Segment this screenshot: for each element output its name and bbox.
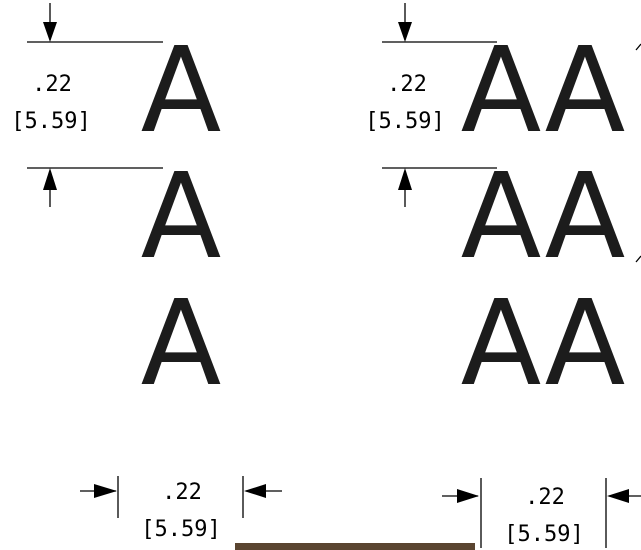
letter-a-left-row-1: A <box>141 21 222 159</box>
letters-aa-right-row-3: AA <box>461 274 626 412</box>
arrow-right-icon <box>94 484 117 498</box>
height-dimension-right: .22 [5.59] <box>365 3 497 207</box>
height-dimension-left: .22 [5.59] <box>11 3 163 207</box>
arrow-down-icon <box>398 22 412 42</box>
height-mm-label: [5.59] <box>365 109 444 134</box>
letters-aa-right-row-2: AA <box>461 147 626 285</box>
width-inch-label: .22 <box>162 480 202 505</box>
letter-a-left-row-3: A <box>141 274 222 412</box>
width-inch-label: .22 <box>525 485 565 510</box>
photo-strip <box>235 543 475 550</box>
clipped-edge-mark <box>635 43 641 51</box>
height-inch-label: .22 <box>32 72 72 97</box>
arrow-up-icon <box>398 168 412 190</box>
letter-a-left-row-2: A <box>141 147 222 285</box>
width-dimension-right: .22 [5.59] <box>442 478 641 548</box>
letters-aa-right-row-1: AA <box>461 21 626 159</box>
height-mm-label: [5.59] <box>11 109 90 134</box>
height-inch-label: .22 <box>387 72 427 97</box>
arrow-up-icon <box>43 168 57 190</box>
clipped-edge-mark <box>635 255 641 263</box>
width-mm-label: [5.59] <box>504 522 583 547</box>
width-dimension-left: .22 [5.59] <box>80 476 282 542</box>
arrow-right-icon <box>457 489 479 503</box>
arrow-down-icon <box>43 22 57 42</box>
width-mm-label: [5.59] <box>141 517 220 542</box>
